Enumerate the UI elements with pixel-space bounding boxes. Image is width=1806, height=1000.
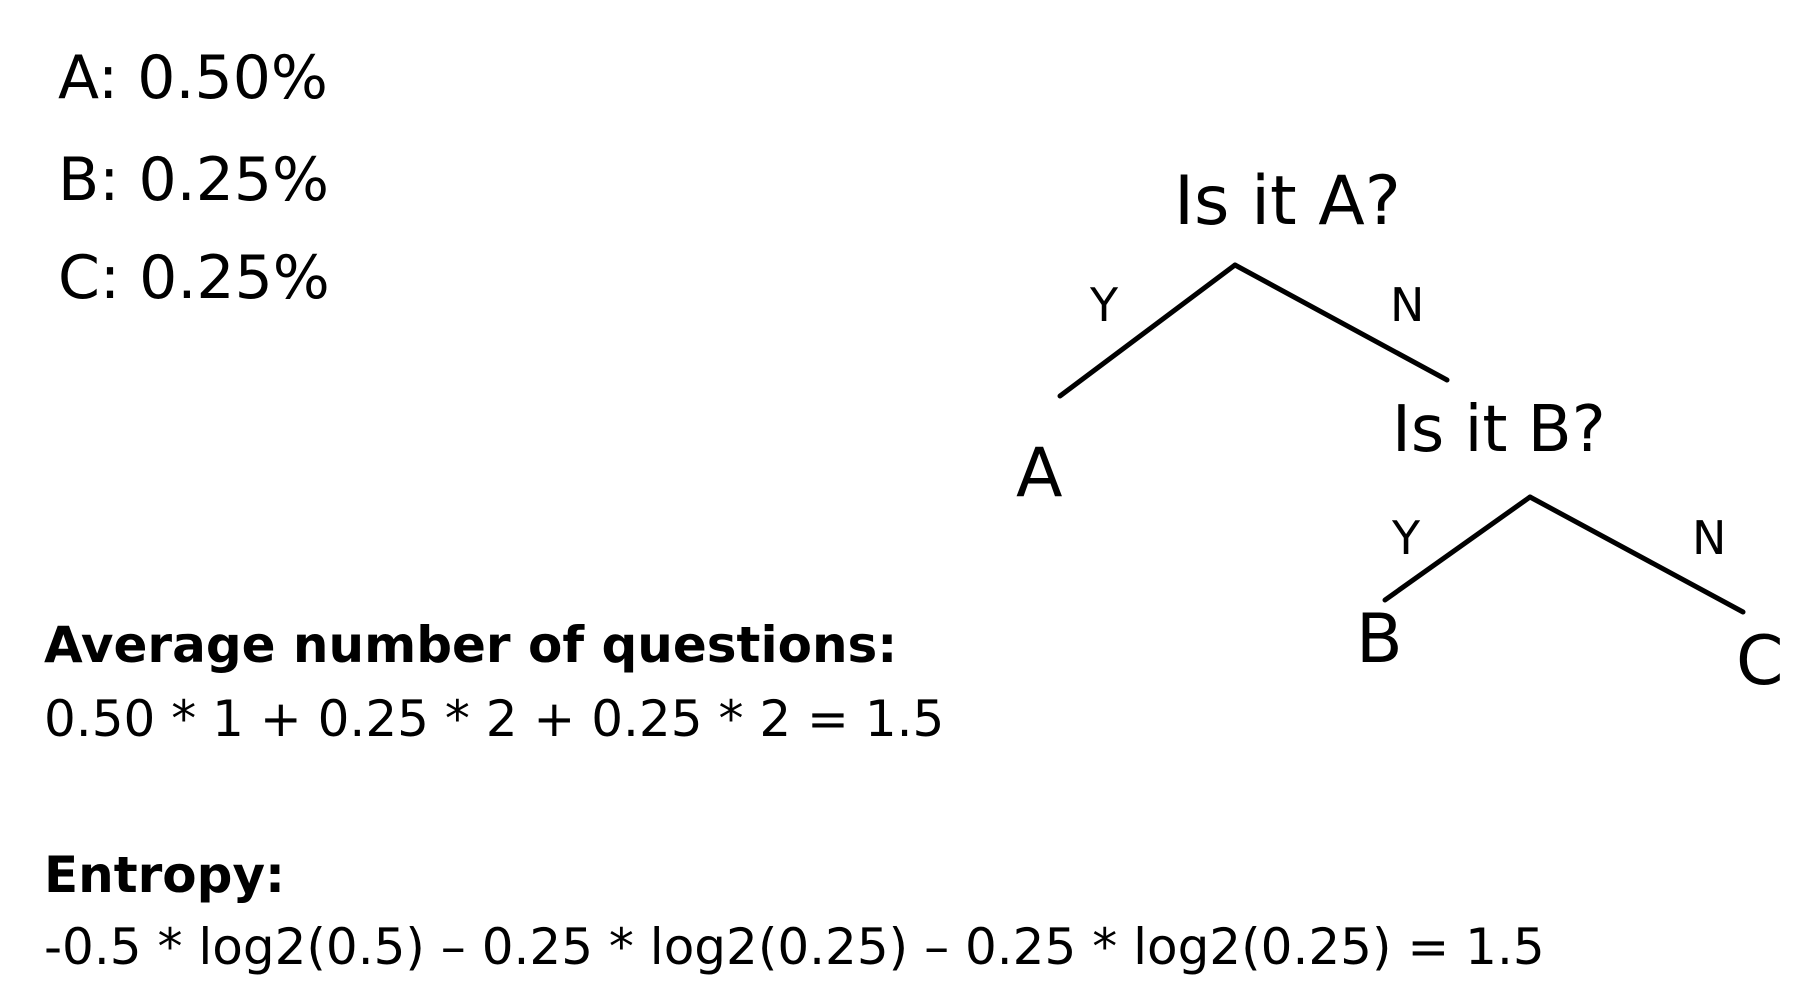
probability-a: A: 0.50% xyxy=(58,43,328,113)
entropy-heading: Entropy: xyxy=(44,846,286,904)
edge-root-no xyxy=(1232,262,1450,383)
leaf-a: A xyxy=(1016,434,1063,513)
probability-c: C: 0.25% xyxy=(58,243,330,313)
average-formula: 0.50 * 1 + 0.25 * 2 + 0.25 * 2 = 1.5 xyxy=(44,690,945,748)
leaf-b: B xyxy=(1356,600,1403,679)
entropy-formula: -0.5 * log2(0.5) – 0.25 * log2(0.25) – 0… xyxy=(44,918,1545,976)
second-question: Is it B? xyxy=(1392,393,1606,467)
second-no-label: N xyxy=(1692,511,1727,565)
root-yes-label: Y xyxy=(1090,278,1119,332)
edge-root-yes xyxy=(1057,262,1238,399)
root-no-label: N xyxy=(1390,278,1425,332)
edge-b-no xyxy=(1527,494,1746,615)
probability-b: B: 0.25% xyxy=(58,145,330,215)
leaf-c: C xyxy=(1736,622,1784,701)
edge-b-yes xyxy=(1382,494,1533,603)
average-heading: Average number of questions: xyxy=(44,616,898,674)
second-yes-label: Y xyxy=(1392,511,1421,565)
root-question: Is it A? xyxy=(1174,162,1401,241)
